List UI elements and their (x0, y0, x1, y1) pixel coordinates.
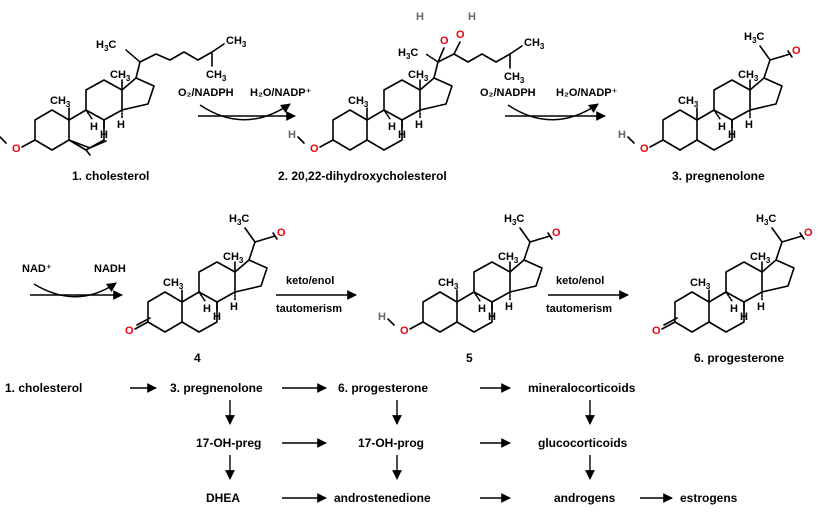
svg-text:H3C: H3C (744, 31, 764, 45)
flow-node: androgens (554, 491, 616, 505)
oxygen-atom: O (12, 143, 21, 155)
svg-text:CH3: CH3 (678, 95, 699, 109)
svg-text:CH3: CH3 (348, 95, 369, 109)
dihydroxycholesterol-structure: O H O O H H H3C CH3 CH3 CH3 CH3 (288, 11, 545, 155)
svg-text:CH3: CH3 (750, 251, 771, 265)
flow-node: 17-OH-prog (358, 436, 424, 450)
svg-text:CH3: CH3 (524, 37, 545, 51)
svg-text:H: H (618, 129, 626, 141)
flow-node: glucocorticoids (538, 436, 628, 450)
svg-text:H3C: H3C (96, 39, 116, 53)
flow-node: DHEA (206, 491, 240, 505)
flow-node: 3. pregnenolone (170, 381, 263, 395)
svg-text:CH3: CH3 (226, 35, 247, 49)
svg-text:H3C: H3C (756, 213, 776, 227)
flow-node: 17-OH-preg (196, 436, 261, 450)
svg-text:NAD⁺: NAD⁺ (22, 263, 52, 275)
svg-text:O: O (652, 325, 661, 337)
svg-text:keto/enol: keto/enol (286, 275, 334, 287)
svg-text:H₂O/NADP⁺: H₂O/NADP⁺ (556, 87, 618, 99)
svg-text:CH3: CH3 (504, 71, 525, 85)
flow-node: androstenedione (334, 491, 431, 505)
svg-text:O₂/NADPH: O₂/NADPH (480, 87, 536, 99)
compound-label: 1. cholesterol (72, 169, 149, 183)
svg-text:CH3: CH3 (738, 69, 759, 83)
svg-text:CH3: CH3 (163, 277, 184, 291)
svg-text:CH3: CH3 (408, 69, 429, 83)
reaction-arrow: keto/enol tautomerism (546, 275, 629, 315)
byproduct-label: H₂O/NADP⁺ (250, 87, 312, 99)
methyl-label: H (96, 39, 104, 51)
svg-text:O: O (277, 227, 286, 239)
svg-text:tautomerism: tautomerism (276, 303, 342, 315)
flow-node: estrogens (680, 491, 738, 505)
svg-text:O: O (640, 143, 649, 155)
reaction-arrow: keto/enol tautomerism (276, 275, 357, 315)
svg-text:CH3: CH3 (110, 69, 131, 83)
svg-text:CH3: CH3 (438, 277, 459, 291)
compound-label: 4 (194, 351, 201, 365)
flow-node: 1. cholesterol (5, 381, 82, 395)
svg-text:H3C: H3C (398, 47, 418, 61)
svg-text:keto/enol: keto/enol (556, 275, 604, 287)
svg-text:CH3: CH3 (206, 69, 227, 83)
svg-text:H: H (416, 11, 424, 23)
svg-text:H: H (468, 11, 476, 23)
svg-text:H: H (378, 311, 386, 323)
compound-5-structure: O H O H3C CH3 CH3 (378, 213, 561, 337)
svg-text:O: O (552, 227, 561, 239)
flow-node: 6. progesterone (338, 381, 428, 395)
reaction-arrow: O₂/NADPH H₂O/NADP⁺ (480, 87, 618, 121)
svg-text:tautomerism: tautomerism (546, 303, 612, 315)
cholesterol-structure: O H H3C CH3 CH3 CH3 CH3 (0, 35, 247, 156)
svg-text:O: O (440, 35, 449, 47)
progesterone-structure: O O H3C CH3 CH3 (652, 213, 813, 337)
svg-text:H3C: H3C (229, 213, 249, 227)
svg-text:O: O (310, 143, 319, 155)
biosynthesis-flowchart: 1. cholesterol 3. pregnenolone 6. proges… (5, 381, 738, 505)
compound-label: 6. progesterone (694, 351, 784, 365)
svg-text:CH3: CH3 (50, 95, 71, 109)
compound-label: 2. 20,22-dihydroxycholesterol (278, 169, 447, 183)
svg-text:H: H (288, 129, 296, 141)
svg-text:CH3: CH3 (223, 251, 244, 265)
reagent-label: O₂/NADPH (178, 87, 234, 99)
svg-text:O: O (400, 325, 409, 337)
pregnenolone-structure: O H O H3C CH3 CH3 (618, 31, 801, 155)
svg-text:H3C: H3C (504, 213, 524, 227)
svg-text:O: O (792, 45, 801, 57)
flow-node: mineralocorticoids (528, 381, 636, 395)
svg-text:O: O (804, 227, 813, 239)
svg-text:O: O (125, 325, 134, 337)
svg-text:NADH: NADH (94, 263, 126, 275)
compound-label: 3. pregnenolone (672, 169, 765, 183)
svg-text:O: O (456, 29, 465, 41)
reaction-arrow: NAD⁺ NADH (22, 263, 126, 300)
compound-4-structure: O O H3C CH3 CH3 (125, 213, 286, 337)
svg-text:CH3: CH3 (690, 277, 711, 291)
compound-label: 5 (466, 351, 473, 365)
svg-text:CH3: CH3 (498, 251, 519, 265)
reaction-arrow: O₂/NADPH H₂O/NADP⁺ (178, 87, 312, 121)
